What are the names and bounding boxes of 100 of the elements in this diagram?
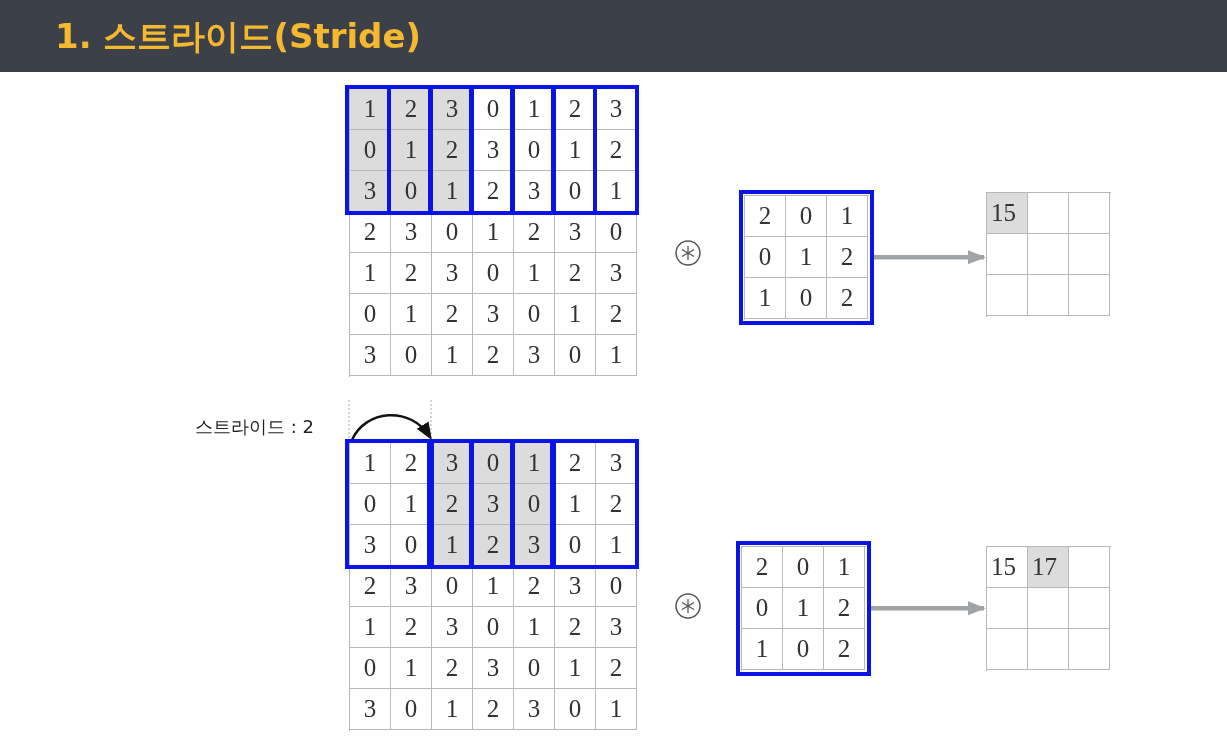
matrix-cell: 3 [350,689,391,730]
matrix-cell: 0 [783,629,824,670]
matrix-cell: 1 [596,335,637,376]
matrix-cell: 1 [514,89,555,130]
matrix-cell: 1 [391,484,432,525]
matrix-cell: 3 [473,648,514,689]
matrix-cell: 2 [596,130,637,171]
matrix-cell: 2 [391,607,432,648]
matrix-cell: 2 [473,689,514,730]
matrix-cell: 0 [742,588,783,629]
matrix-cell: 1 [514,253,555,294]
matrix-cell: 15 [987,193,1028,234]
matrix-cell: 1 [473,212,514,253]
matrix-cell: 1 [391,294,432,335]
matrix-cell: 2 [432,294,473,335]
matrix-cell: 1 [555,484,596,525]
matrix-cell: 3 [473,294,514,335]
matrix-cell: 2 [350,212,391,253]
slide-title: 1. 스트라이드(Stride) [55,15,422,58]
matrix-cell: 1 [350,253,391,294]
matrix-cell: 0 [473,89,514,130]
arrow [869,601,986,616]
matrix-cell: 2 [473,335,514,376]
matrix-cell: 1 [783,588,824,629]
matrix-cell: 3 [473,130,514,171]
matrix-cell: 1 [555,130,596,171]
matrix-cell: 0 [391,335,432,376]
matrix-cell: 0 [555,171,596,212]
matrix-cell: 1 [350,443,391,484]
matrix-cell: 2 [596,484,637,525]
matrix-cell: 2 [596,294,637,335]
matrix-cell: 1 [555,294,596,335]
matrix-cell: 3 [555,566,596,607]
matrix-cell: 1 [350,607,391,648]
matrix-cell: 1 [514,607,555,648]
matrix-cell: 3 [596,443,637,484]
arrow [872,250,986,265]
matrix-cell: 2 [555,89,596,130]
matrix-cell: 0 [514,130,555,171]
matrix-cell: 2 [555,607,596,648]
matrix-cell: 2 [555,443,596,484]
matrix-cell: 3 [350,335,391,376]
matrix-cell: 1 [432,689,473,730]
matrix-cell: 3 [555,212,596,253]
matrix-cell: 1 [432,335,473,376]
matrix-cell: 0 [596,566,637,607]
matrix-cell: 1 [596,525,637,566]
matrix-cell: 3 [514,689,555,730]
matrix-cell: 2 [514,566,555,607]
matrix-cell: 2 [391,443,432,484]
matrix-cell: 0 [432,566,473,607]
matrix-cell: 2 [514,212,555,253]
matrix-cell: 3 [596,89,637,130]
matrix-cell: 0 [786,196,827,237]
matrix-cell: 3 [391,212,432,253]
matrix-cell: 0 [514,294,555,335]
input-matrix [349,88,638,377]
matrix-cell: 2 [432,648,473,689]
matrix-cell: 0 [555,689,596,730]
matrix-cell: 0 [432,212,473,253]
matrix-cell: 0 [350,648,391,689]
matrix-cell: 2 [742,547,783,588]
matrix-cell: 1 [596,689,637,730]
matrix-cell: 2 [827,278,868,319]
matrix-cell: 0 [514,648,555,689]
matrix-cell: 3 [432,253,473,294]
output-matrix [986,546,1111,671]
matrix-cell: 2 [391,253,432,294]
matrix-cell: 2 [824,588,865,629]
matrix-cell: 2 [824,629,865,670]
matrix-cell: 1 [827,196,868,237]
matrix-cell: 3 [514,335,555,376]
matrix-cell: 0 [391,689,432,730]
matrix-cell: 17 [1028,547,1069,588]
matrix-cell: 1 [596,171,637,212]
stride-label: 스트라이드 : 2 [195,415,314,439]
matrix-cell: 0 [555,335,596,376]
matrix-cell: 1 [391,648,432,689]
matrix-cell: 0 [596,212,637,253]
matrix-cell: 0 [350,484,391,525]
matrix-cell: 0 [391,525,432,566]
matrix-cell: 2 [596,648,637,689]
matrix-cell: 2 [473,171,514,212]
matrix-cell: 1 [786,237,827,278]
matrix-cell: 3 [596,607,637,648]
matrix-cell: 1 [742,629,783,670]
matrix-cell: 0 [555,525,596,566]
matrix-cell: 1 [473,566,514,607]
matrix-cell: 2 [827,237,868,278]
matrix-cell: 2 [555,253,596,294]
matrix-cell: 2 [745,196,786,237]
matrix-cell: 0 [786,278,827,319]
matrix-cell: 2 [350,566,391,607]
matrix-cell: 0 [473,607,514,648]
input-matrix [349,442,638,731]
matrix-cell: 3 [596,253,637,294]
matrix-cell: 3 [350,525,391,566]
matrix-cell: 3 [391,566,432,607]
matrix-cell: 1 [745,278,786,319]
matrix-cell: 3 [432,607,473,648]
